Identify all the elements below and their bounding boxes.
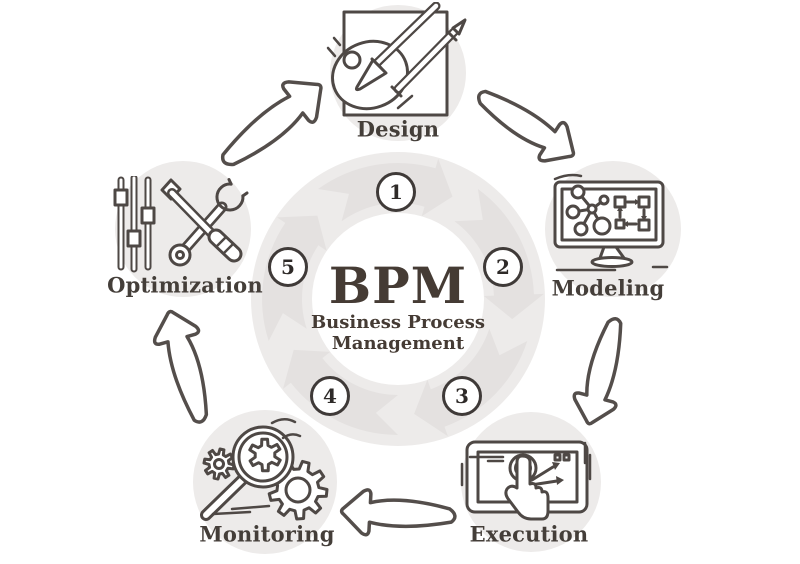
touchscreen-hand-icon	[460, 440, 592, 521]
palette-brush-pencil-icon	[326, 2, 467, 117]
label-monitoring: Monitoring	[199, 521, 335, 547]
label-execution: Execution	[469, 521, 589, 547]
step-3-badge: 3	[442, 376, 482, 416]
paint-brush	[354, 2, 441, 92]
speed-lines	[211, 504, 271, 516]
step-1-badge: 1	[376, 172, 416, 212]
slider-handle	[113, 188, 129, 207]
accent-dashes	[326, 36, 342, 58]
magnifier	[200, 425, 295, 521]
center-white-circle	[312, 213, 484, 385]
pencil	[390, 18, 467, 98]
step-1-number: 1	[389, 180, 403, 204]
sliders-tools-icon	[113, 176, 249, 273]
screwdriver	[160, 178, 243, 263]
arrow-optimization-to-design	[209, 67, 336, 181]
accent-arcs	[270, 418, 302, 440]
slider-handle	[126, 229, 142, 248]
monitor-flowchart-icon	[553, 173, 669, 272]
magnifier-gears-icon	[200, 418, 329, 521]
label-modeling: Modeling	[551, 275, 665, 301]
label-design: Design	[356, 116, 440, 142]
sliders	[113, 176, 156, 273]
node-graph	[565, 184, 612, 237]
step-2-number: 2	[496, 255, 510, 279]
arrow-execution-to-monitoring	[340, 489, 456, 540]
step-5-badge: 5	[268, 247, 308, 287]
step-5-number: 5	[281, 255, 295, 279]
arrow-modeling-to-execution	[568, 314, 637, 430]
slider-handle	[140, 206, 156, 225]
sketch-dash	[396, 94, 414, 110]
center-title-block: BPM Business Process Management	[310, 256, 486, 355]
arrow-design-to-modeling	[468, 76, 585, 174]
monitor-accent-arc	[553, 173, 583, 181]
step-4-badge: 4	[310, 376, 350, 416]
lens-gear	[248, 437, 282, 473]
step-3-number: 3	[455, 384, 469, 408]
title-bpm: BPM	[328, 256, 468, 315]
touch-hand	[504, 453, 550, 521]
label-optimization: Optimization	[107, 272, 263, 298]
accent-dashes	[460, 441, 592, 487]
title-line-2: Management	[331, 333, 465, 354]
arrow-monitoring-to-optimization	[148, 306, 222, 428]
flowchart	[613, 195, 651, 232]
title-line-1: Business Process	[310, 312, 486, 333]
step-2-badge: 2	[483, 247, 523, 287]
step-4-number: 4	[323, 384, 337, 408]
